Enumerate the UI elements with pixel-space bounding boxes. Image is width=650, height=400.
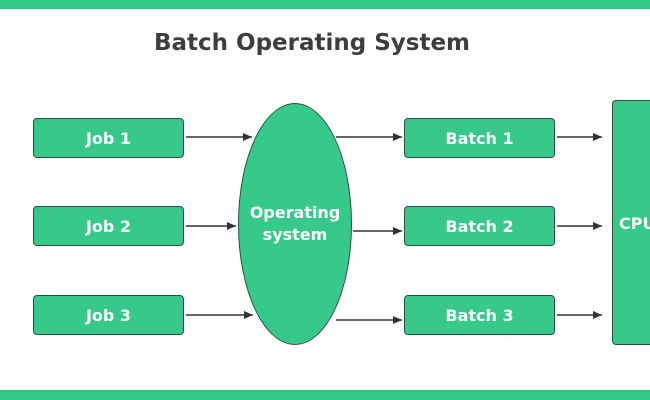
job-1-box: Job 1 xyxy=(33,118,184,158)
top-accent-bar xyxy=(0,0,650,9)
operating-system-ellipse: Operating system xyxy=(238,103,352,345)
batch-2-box: Batch 2 xyxy=(404,206,555,246)
cpu-box: CPU xyxy=(612,100,650,345)
operating-system-label: Operating system xyxy=(249,203,341,244)
job-3-box: Job 3 xyxy=(33,295,184,335)
diagram-title: Batch Operating System xyxy=(153,30,471,56)
cpu-label: CPU xyxy=(619,214,650,233)
bottom-accent-bar xyxy=(0,390,650,400)
job-2-box: Job 2 xyxy=(33,206,184,246)
batch-3-box: Batch 3 xyxy=(404,295,555,335)
batch-1-box: Batch 1 xyxy=(404,118,555,158)
